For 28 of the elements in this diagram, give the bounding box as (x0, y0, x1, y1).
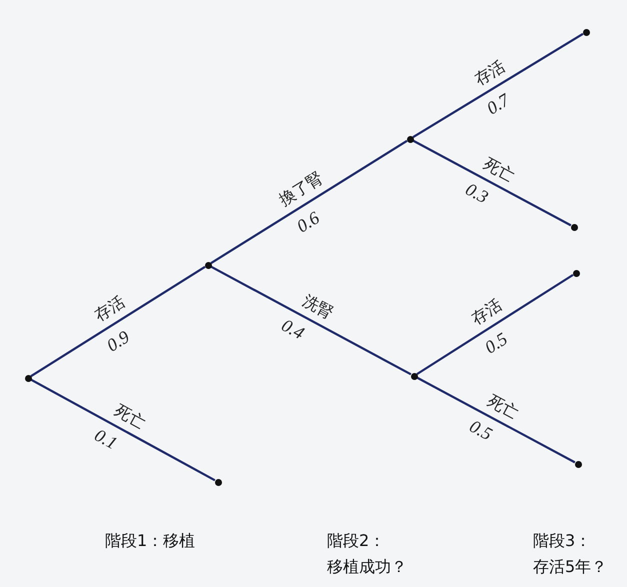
branch-point (24, 374, 32, 382)
probability-label: 0.7 (484, 90, 512, 118)
probability-label: 0.5 (481, 329, 510, 357)
probability-label: 0.6 (293, 208, 322, 236)
branch-point (574, 460, 582, 468)
branch-point (570, 224, 578, 230)
stage-label: 階段1：移植 (105, 530, 196, 552)
probability-label: 0.9 (103, 326, 132, 354)
branch-line (210, 140, 408, 264)
branch-point (204, 262, 212, 268)
edge-label: 存活 (472, 58, 508, 88)
branch-point (214, 478, 222, 486)
stage-label: 階段2：移植成功？ (327, 530, 408, 578)
edge-label: 換了腎 (276, 170, 326, 209)
branch-line (412, 32, 584, 138)
branch-line (416, 376, 576, 464)
branch-point (572, 270, 580, 276)
edge-label: 存活 (469, 296, 505, 328)
branch-line (416, 274, 574, 376)
stage-label: 階段3：存活5年？ (533, 530, 608, 578)
branch-line (30, 378, 216, 482)
branch-point (582, 28, 590, 36)
branch-line (412, 140, 572, 226)
edge-label: 存活 (92, 294, 128, 324)
branch-point (410, 372, 418, 380)
branch-line (30, 266, 206, 378)
branch-line (210, 266, 412, 376)
branch-point (406, 136, 414, 142)
